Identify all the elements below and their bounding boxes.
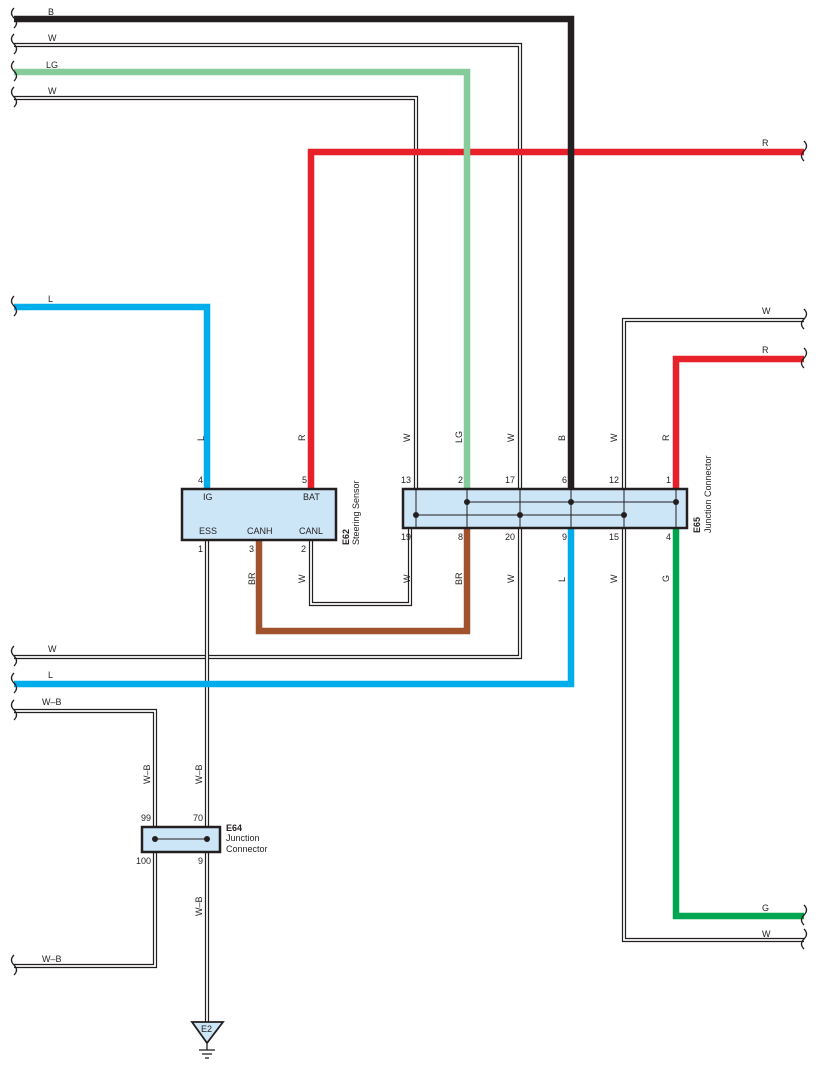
wire-lg[interactable] xyxy=(14,68,471,488)
wire-l-top[interactable] xyxy=(14,303,211,488)
colored-wires xyxy=(14,15,804,920)
ground-triangle-icon xyxy=(190,1021,225,1045)
vlabel-wb99: W–B xyxy=(142,764,152,784)
e62-terminal-canl: CANL xyxy=(299,526,323,536)
vlabel-w13: W xyxy=(402,433,412,442)
e65-pin-12: 12 xyxy=(609,475,619,485)
e65-pin-9: 9 xyxy=(562,532,567,542)
label-right-r2: R xyxy=(762,345,769,355)
e62-pin-5: 5 xyxy=(302,475,307,485)
vlabel-g4: G xyxy=(661,575,671,582)
label-right-w-bottom: W xyxy=(762,929,771,939)
e65-pin-13: 13 xyxy=(401,475,411,485)
wire-l-bottom[interactable] xyxy=(14,528,575,688)
e65-pin-4: 4 xyxy=(666,532,671,542)
label-left-l-bottom: L xyxy=(48,670,53,680)
label-right-g: G xyxy=(762,903,769,913)
e65-pin-20: 20 xyxy=(505,532,515,542)
wire-w-right-to-e65-pin12[interactable] xyxy=(621,317,804,488)
wire-r-right[interactable] xyxy=(672,355,804,488)
vlabel-wb9: W–B xyxy=(194,896,204,916)
wire-wb-left-top-to-e64-pin99[interactable] xyxy=(14,708,158,827)
e62-pin-4: 4 xyxy=(198,475,203,485)
ground-e2[interactable]: E2 xyxy=(190,1021,225,1059)
vlabel-l9: L xyxy=(557,577,567,582)
wire-g[interactable] xyxy=(672,528,804,920)
label-top-b: B xyxy=(48,7,54,17)
e64-pin-100: 100 xyxy=(136,856,151,866)
vlabel-r1: R xyxy=(661,434,671,441)
wire-b[interactable] xyxy=(14,15,575,488)
label-left-wb-bottom: W–B xyxy=(42,954,62,964)
horizontal-wire-labels: B W LG W R L W R W L W–B G W W–B xyxy=(42,7,771,964)
label-left-l: L xyxy=(48,294,53,304)
wire-w-top-to-e65-pin13[interactable] xyxy=(14,95,419,488)
e62-pin-2: 2 xyxy=(301,544,306,554)
e62-steering-sensor[interactable]: IG BAT ESS CANH CANL 4 5 1 3 2 E62 Steer… xyxy=(180,475,361,554)
e62-terminal-ig: IG xyxy=(203,492,213,502)
wire-w-top-to-e65-pin17[interactable] xyxy=(14,42,523,488)
label-left-w-bottom: W xyxy=(48,644,57,654)
e65-name: Junction Connector xyxy=(703,455,713,533)
wire-w-e65-pin15-to-right[interactable] xyxy=(621,528,804,943)
label-top-w1: W xyxy=(48,33,57,43)
label-top-w2: W xyxy=(48,86,57,96)
vlabel-w17: W xyxy=(506,433,516,442)
vlabel-br8: BR xyxy=(454,572,464,585)
vlabel-w12: W xyxy=(609,433,619,442)
wire-br[interactable] xyxy=(255,528,471,635)
e65-pin-8: 8 xyxy=(458,532,463,542)
e64-name-line1: Junction xyxy=(226,833,260,843)
wire-wb-e64-pin100-to-left-bottom[interactable] xyxy=(14,852,158,969)
ground-code: E2 xyxy=(201,1024,212,1034)
label-right-r-top: R xyxy=(762,138,769,148)
e65-pin-17: 17 xyxy=(505,475,515,485)
e65-pin-2: 2 xyxy=(458,475,463,485)
vlabel-l: L xyxy=(196,436,206,441)
vlabel-w19: W xyxy=(402,574,412,583)
e65-pin-19: 19 xyxy=(401,532,411,542)
vlabel-b: B xyxy=(557,435,567,441)
e65-splice-dots xyxy=(413,499,679,518)
vlabel-w2: W xyxy=(297,574,307,583)
e62-pin-3: 3 xyxy=(249,544,254,554)
e62-code: E62 xyxy=(341,529,351,545)
vlabel-w15: W xyxy=(609,574,619,583)
vertical-wire-labels: L R W LG W B W R BR W W BR W L W G W–B W… xyxy=(142,431,671,916)
e65-code: E65 xyxy=(692,517,702,533)
e64-pin-99: 99 xyxy=(141,813,151,823)
wire-w-e65-pin20-to-left[interactable] xyxy=(14,528,523,660)
vlabel-w20: W xyxy=(506,574,516,583)
e65-pin-6: 6 xyxy=(562,475,567,485)
label-left-wb-top: W–B xyxy=(42,697,62,707)
vlabel-wb70: W–B xyxy=(194,764,204,784)
label-right-w: W xyxy=(762,306,771,316)
e64-pin-70: 70 xyxy=(193,813,203,823)
e62-body[interactable] xyxy=(180,487,338,542)
vlabel-br3: BR xyxy=(247,572,257,585)
e62-terminal-ess: ESS xyxy=(199,526,217,536)
e64-name-line2: Connector xyxy=(226,844,268,854)
e62-name: Steering Sensor xyxy=(351,480,361,545)
e62-terminal-canh: CANH xyxy=(247,526,273,536)
wire-break-symbols xyxy=(10,7,808,976)
e65-junction-connector[interactable]: 13 2 17 6 12 1 19 8 20 9 15 4 E65 Juncti… xyxy=(401,455,713,542)
e65-pin-15: 15 xyxy=(609,532,619,542)
e64-junction-connector[interactable]: 99 70 100 9 E64 Junction Connector xyxy=(136,813,268,866)
label-top-lg: LG xyxy=(46,60,58,70)
ground-symbol-icon xyxy=(199,1043,215,1059)
wire-r-top[interactable] xyxy=(307,148,804,488)
vlabel-r: R xyxy=(297,434,307,441)
vlabel-lg: LG xyxy=(454,431,464,443)
e64-code: E64 xyxy=(226,823,242,833)
e65-pin-1: 1 xyxy=(666,475,671,485)
e62-pin-1: 1 xyxy=(198,544,203,554)
e62-terminal-bat: BAT xyxy=(303,492,320,502)
e64-pin-9: 9 xyxy=(198,856,203,866)
e65-body[interactable] xyxy=(401,487,689,530)
